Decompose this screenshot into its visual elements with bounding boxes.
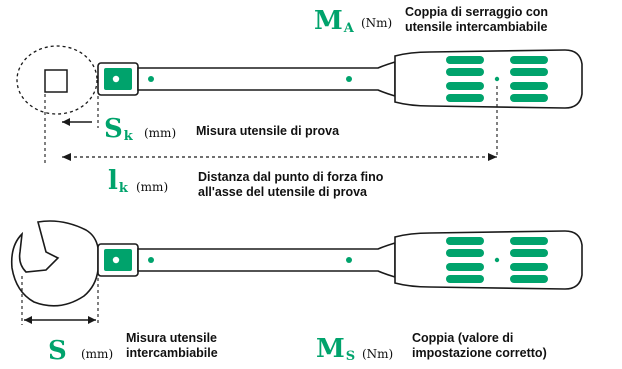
s-unit: (mm) (81, 347, 114, 361)
sk-label: Misura utensile di prova (196, 124, 340, 138)
head-dot (112, 256, 120, 264)
s-symbol: S (48, 336, 67, 366)
s-label: Misura utensile intercambiabile (126, 331, 218, 361)
test-tool-outline (16, 45, 98, 115)
ms-symbol: MS (316, 334, 356, 364)
ms-unit: (Nm) (362, 347, 394, 361)
s-label-line1: Misura utensile (126, 331, 217, 345)
lk-sub: k (118, 181, 128, 196)
ma-label-line2: utensile intercambiabile (405, 20, 548, 34)
shaft-dot-1 (148, 257, 154, 263)
ma-label: Coppia di serraggio con utensile interca… (405, 5, 548, 35)
shaft-dot-2 (346, 257, 352, 263)
sk-sub: k (123, 129, 133, 144)
wrench-handle (394, 49, 583, 109)
s-label-line2: intercambiabile (126, 346, 218, 360)
shaft-dot-2 (346, 76, 352, 82)
test-tool-square (44, 69, 68, 93)
ms-label: Coppia (valore di impostazione corretto) (412, 331, 547, 361)
sk-letter: S (104, 114, 123, 144)
lk-label: Distanza dal punto di forza fino all'ass… (198, 170, 383, 200)
lk-letter: l (108, 166, 118, 196)
wrench-handle (394, 230, 583, 290)
sk-unit: (mm) (144, 126, 177, 140)
ma-unit: (Nm) (361, 16, 393, 30)
shaft-dot-1 (148, 76, 154, 82)
ms-label-line1: Coppia (valore di (412, 331, 514, 345)
handle-grip (446, 56, 548, 102)
ma-label-line1: Coppia di serraggio con (405, 5, 549, 19)
lk-symbol: lk (108, 166, 128, 196)
head-dot (112, 75, 120, 83)
ms-label-line2: impostazione corretto) (412, 346, 547, 360)
ms-sub: S (345, 349, 356, 364)
sk-symbol: Sk (104, 114, 133, 144)
lk-unit: (mm) (136, 180, 169, 194)
top-wrench (16, 45, 583, 165)
bottom-wrench (10, 220, 583, 325)
ma-sub: A (343, 21, 354, 36)
lk-label-line2: all'asse del utensile di prova (198, 185, 368, 199)
open-end-head (10, 220, 99, 307)
handle-grip (446, 237, 548, 283)
wrench-shaft (137, 60, 396, 98)
ma-letter: M (314, 6, 343, 36)
ma-symbol: MA (314, 6, 354, 36)
lk-label-line1: Distanza dal punto di forza fino (198, 170, 384, 184)
wrench-shaft (137, 241, 396, 279)
ms-letter: M (316, 334, 345, 364)
